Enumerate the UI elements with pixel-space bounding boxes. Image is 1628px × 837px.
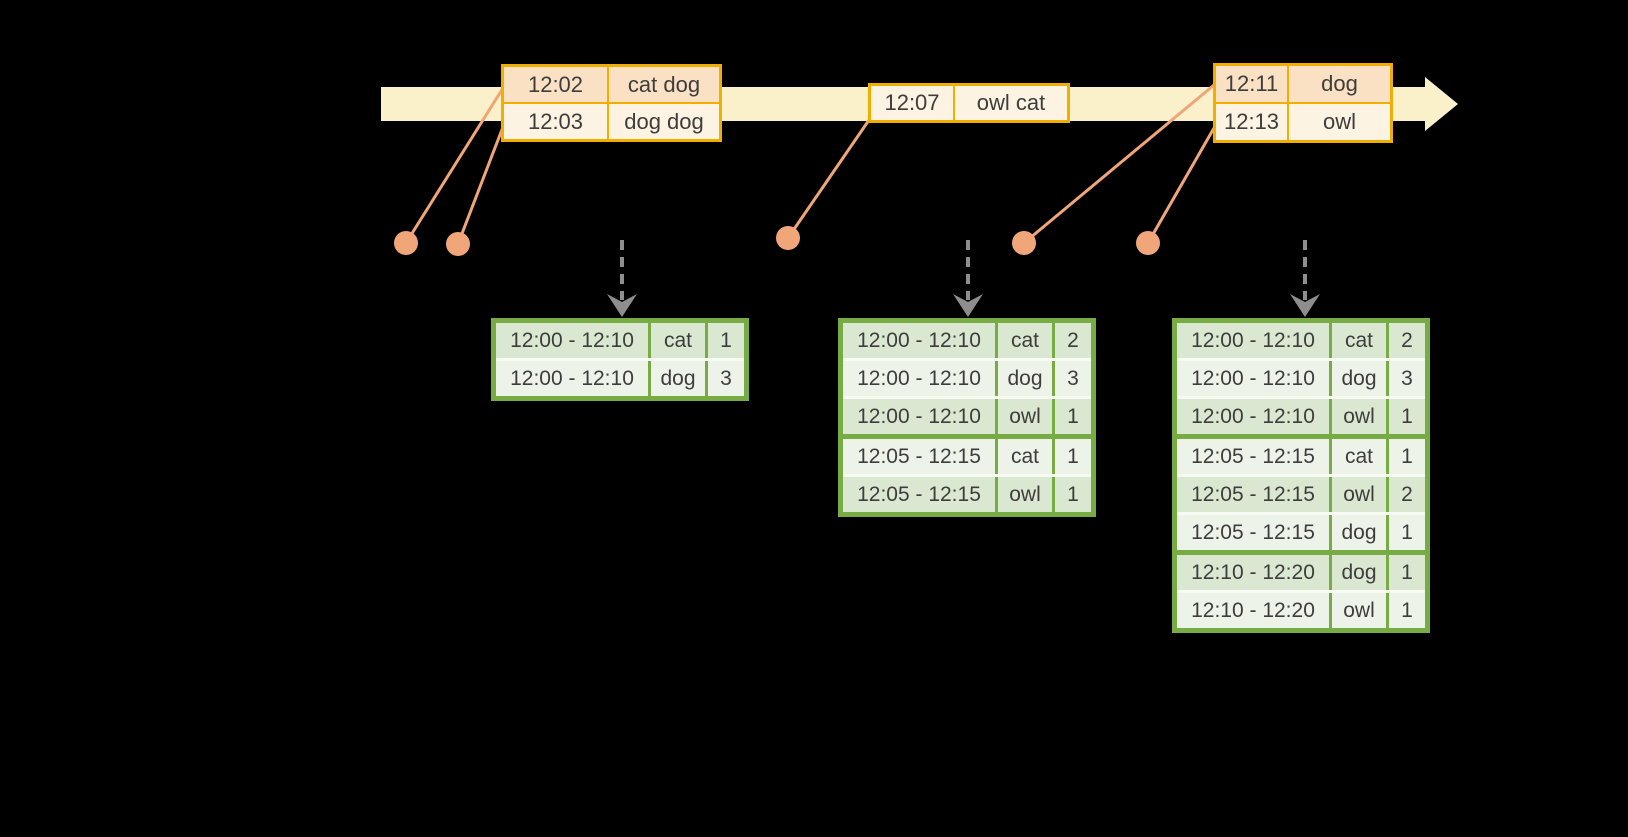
event-time-marker-dot [446,232,470,256]
trigger-arrow-head-icon [953,294,983,317]
result-count: 1 [1055,439,1091,474]
result-count: 3 [1055,361,1091,396]
result-count: 2 [1055,323,1091,358]
event-time-marker-dot [1012,231,1036,255]
result-count: 2 [1389,477,1425,512]
result-window: 12:10 - 12:20 [1177,593,1329,628]
result-count: 3 [708,361,744,396]
result-word: cat [1332,323,1386,358]
result-word: dog [651,361,705,396]
event-connector-line [456,126,505,245]
result-count: 1 [1055,399,1091,434]
result-window: 12:00 - 12:10 [496,323,648,358]
event-time-marker-dot [776,226,800,250]
result-window: 12:00 - 12:10 [843,361,995,396]
event-time: 12:07 [871,86,953,120]
result-count: 1 [708,323,744,358]
result-window: 12:00 - 12:10 [843,399,995,434]
result-word: dog [998,361,1052,396]
result-word: owl [1332,593,1386,628]
trigger-arrow-head-icon [607,294,637,317]
event-time: 12:13 [1216,104,1287,140]
result-word: cat [998,323,1052,358]
result-word: dog [1332,361,1386,396]
event-words: dog [1289,66,1390,102]
result-count: 1 [1389,515,1425,550]
result-window: 12:00 - 12:10 [496,361,648,396]
result-word: owl [998,399,1052,434]
result-word: owl [998,477,1052,512]
result-word: cat [998,439,1052,474]
result-word: cat [651,323,705,358]
event-words: owl [1289,104,1390,140]
result-window: 12:05 - 12:15 [1177,477,1329,512]
event-time-marker-dot [1136,231,1160,255]
result-count: 1 [1389,439,1425,474]
event-connector-line [786,119,871,239]
timeline-arrow-head-icon [1425,77,1458,131]
event-connector-line [1146,127,1216,244]
result-count: 1 [1389,555,1425,590]
result-word: owl [1332,399,1386,434]
result-word: dog [1332,555,1386,590]
event-time: 12:02 [504,67,607,102]
result-window: 12:05 - 12:15 [843,439,995,474]
result-word: dog [1332,515,1386,550]
event-time: 12:11 [1216,66,1287,102]
result-word: cat [1332,439,1386,474]
result-window: 12:10 - 12:20 [1177,555,1329,590]
result-count: 1 [1389,399,1425,434]
result-window: 12:05 - 12:15 [1177,515,1329,550]
event-time-marker-dot [394,231,418,255]
result-window: 12:05 - 12:15 [1177,439,1329,474]
result-window: 12:00 - 12:10 [1177,399,1329,434]
trigger-arrow-head-icon [1290,294,1320,317]
result-count: 1 [1389,593,1425,628]
event-words: dog dog [609,104,719,139]
result-count: 1 [1055,477,1091,512]
result-window: 12:00 - 12:10 [1177,323,1329,358]
event-words: owl cat [955,86,1067,120]
event-connector-line [404,87,505,244]
result-window: 12:00 - 12:10 [843,323,995,358]
event-connector-line [1023,83,1215,245]
result-window: 12:00 - 12:10 [1177,361,1329,396]
result-count: 2 [1389,323,1425,358]
result-count: 3 [1389,361,1425,396]
result-word: owl [1332,477,1386,512]
event-words: cat dog [609,67,719,102]
result-window: 12:05 - 12:15 [843,477,995,512]
event-time: 12:03 [504,104,607,139]
